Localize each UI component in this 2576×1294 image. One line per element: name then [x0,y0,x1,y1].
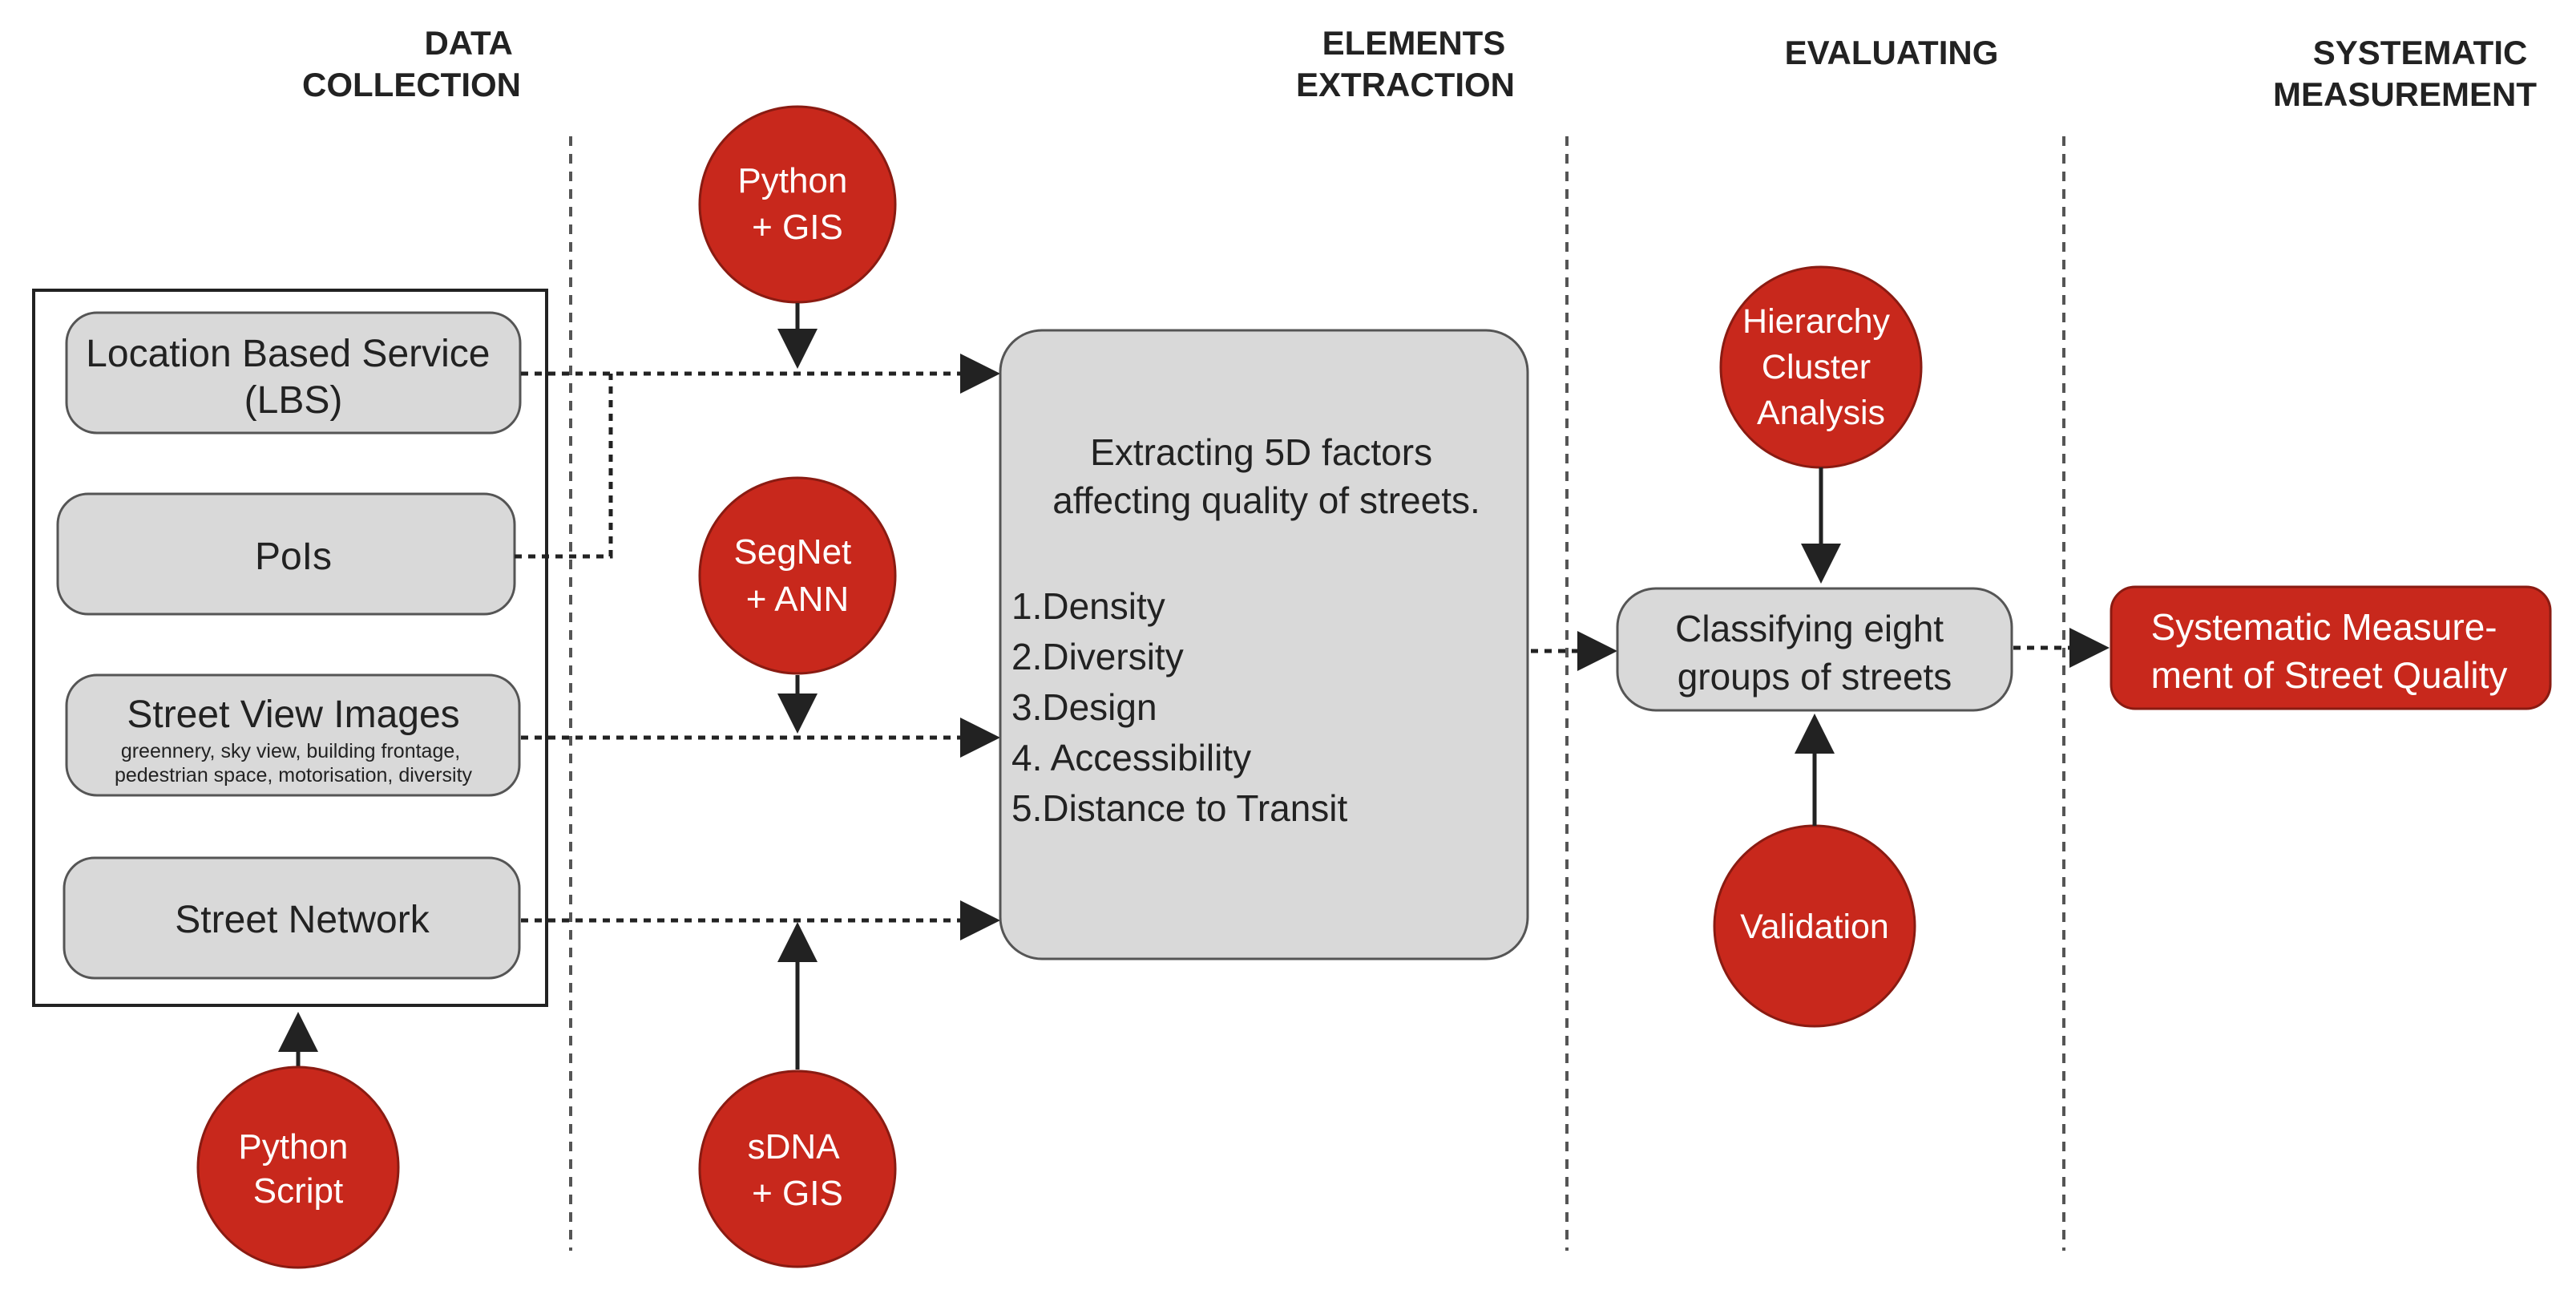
factor-design: 3.Design [1011,686,1157,728]
street-network-box [63,856,521,980]
python-script-circle [196,1066,400,1269]
street-network-label: Street Network [175,899,430,941]
street-view-details: greennery, sky view, building frontage, … [115,740,473,787]
python-gis-label: Python + GIS [737,161,857,247]
street-view-box [65,673,521,797]
hierarchy-cluster-label: Hierarchy Cluster Analysis [1742,302,1900,432]
classifying-label: Classifying eight groups of streets [1675,608,1954,698]
extraction-intro: Extracting 5D factors affecting quality … [1052,431,1480,521]
classifying-box [1616,587,2013,712]
python-gis-circle [698,105,897,304]
segnet-ann-circle [698,476,897,675]
factor-density: 1.Density [1011,585,1165,627]
pois-box [56,492,516,616]
measurement-label: Systematic Measure- ment of Street Quali… [2151,606,2508,696]
header-data-collection: DATA COLLECTION [302,24,521,103]
header-evaluating: EVALUATING [1785,34,1999,71]
header-systematic-measurement: SYSTEMATIC MEASUREMENT [2273,34,2537,113]
validation-label: Validation [1740,908,1889,946]
sdna-gis-circle [698,1070,897,1268]
lbs-label: Location Based Service (LBS) [86,333,501,422]
pois-label: PoIs [255,536,332,578]
lbs-box [65,311,522,435]
header-elements-extraction: ELEMENTS EXTRACTION [1296,24,1515,103]
data-sources-frame [32,289,548,1007]
pois-connector [515,374,613,559]
factor-diversity: 2.Diversity [1011,636,1184,677]
street-view-label: Street View Images [127,694,459,736]
factor-accessibility: 4. Accessibility [1011,737,1251,778]
sdna-gis-label: sDNA + GIS [748,1127,848,1213]
python-script-label: Python Script [238,1127,357,1211]
segnet-ann-label: SegNet + ANN [734,532,862,619]
extraction-box [999,329,1529,960]
factor-distance-to-transit: 5.Distance to Transit [1011,787,1348,829]
measurement-box [2110,585,2552,710]
